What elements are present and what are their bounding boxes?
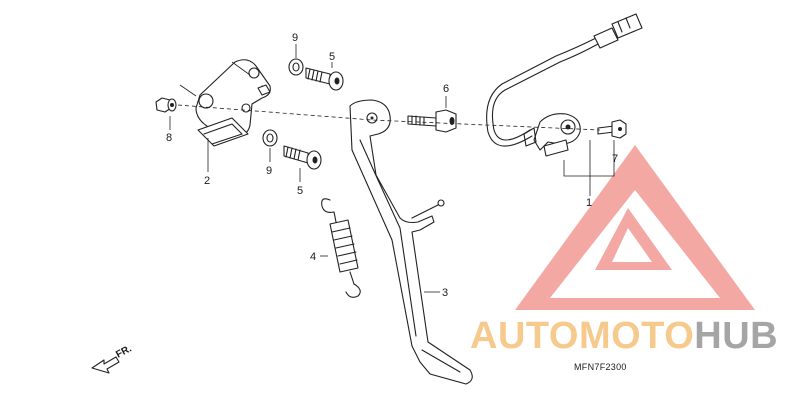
stand-spring bbox=[321, 198, 361, 298]
callout-3: 3 bbox=[442, 287, 448, 299]
washer-upper bbox=[288, 58, 304, 76]
callout-5-lower: 5 bbox=[297, 185, 303, 197]
callout-4: 4 bbox=[310, 251, 316, 263]
watermark-wordmark: AUTOMOTOHUB bbox=[470, 316, 778, 356]
side-stand-switch bbox=[486, 13, 643, 157]
callout-5-upper: 5 bbox=[329, 51, 335, 63]
assembly-axis-line bbox=[177, 104, 601, 131]
switch-bolt bbox=[597, 119, 627, 139]
pivot-bolt bbox=[407, 109, 457, 133]
bolt-lower bbox=[283, 145, 322, 170]
side-stand-bracket bbox=[195, 59, 271, 147]
bolt-upper bbox=[305, 67, 344, 91]
callout-6: 6 bbox=[443, 83, 449, 95]
callout-9-upper: 9 bbox=[292, 32, 298, 44]
leader-lines bbox=[169, 44, 615, 293]
callout-9-lower: 9 bbox=[266, 165, 272, 177]
watermark-text-moto: MOTO bbox=[578, 315, 695, 357]
watermark-text-auto: AUTO bbox=[470, 315, 579, 357]
side-stand bbox=[349, 99, 473, 385]
nut bbox=[155, 97, 177, 113]
figure-code: MFN7F2300 bbox=[574, 362, 627, 372]
callout-2: 2 bbox=[204, 175, 210, 187]
watermark-triangle-logo bbox=[515, 145, 755, 310]
front-direction-marker: FR. bbox=[91, 343, 134, 374]
callout-7: 7 bbox=[612, 153, 618, 165]
callout-1: 1 bbox=[586, 197, 592, 209]
callout-8: 8 bbox=[166, 132, 172, 144]
watermark-text-hub: HUB bbox=[694, 315, 779, 357]
front-label: FR. bbox=[114, 343, 134, 360]
washer-lower bbox=[262, 129, 278, 147]
